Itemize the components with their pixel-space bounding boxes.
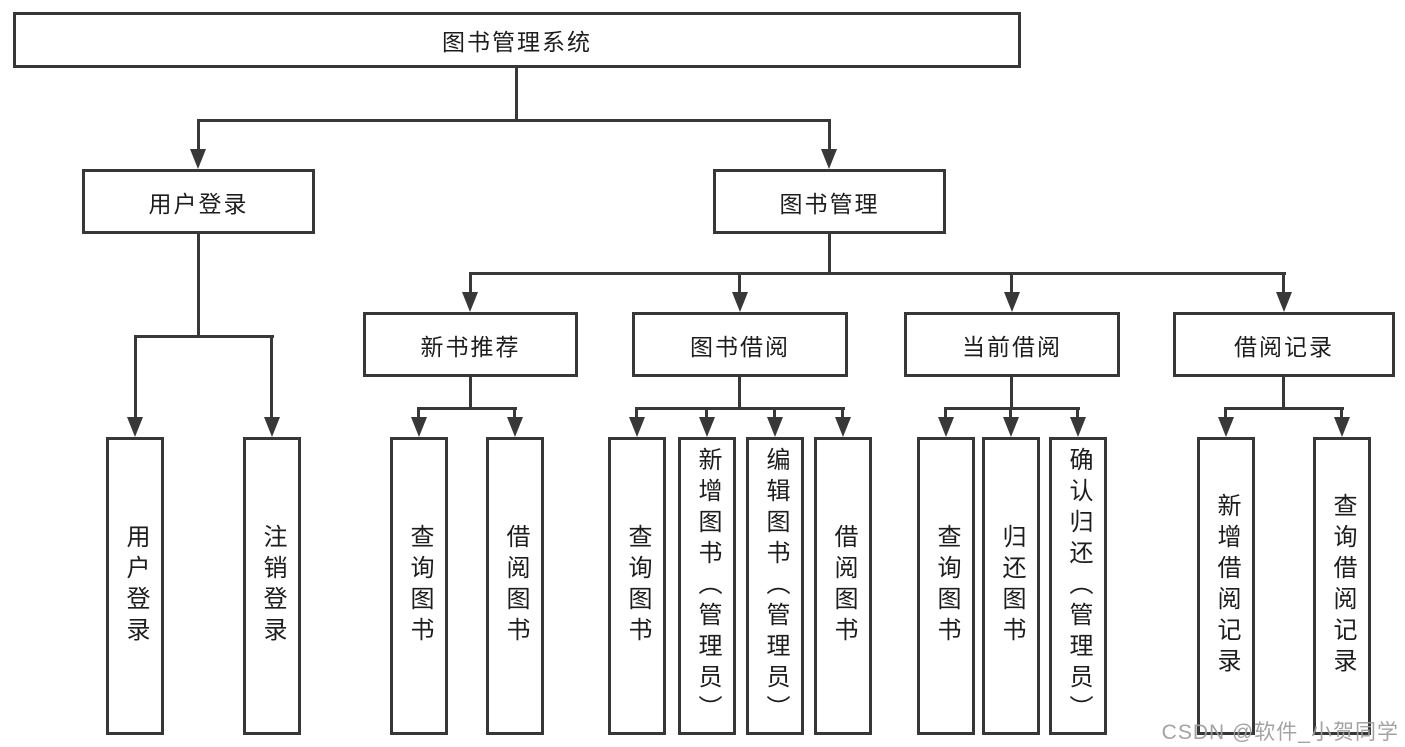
node-book-borrowing: 图书借阅 (632, 312, 848, 377)
arrowhead-icon (462, 292, 478, 312)
node-book-management: 图书管理 (713, 169, 946, 234)
connector-line (636, 407, 845, 410)
arrowhead-icon (699, 417, 715, 437)
connector-line (418, 407, 517, 410)
connector-line (705, 407, 708, 421)
node-label: 查询图书 (933, 524, 960, 648)
leaf-add-books-admin: 新增图书（管理员） (678, 437, 736, 735)
connector-line (828, 234, 831, 275)
connector-line (197, 122, 200, 152)
node-label: 借阅图书 (830, 524, 857, 648)
arrowhead-icon (767, 417, 783, 437)
connector-line (1340, 407, 1343, 421)
node-label: 用户登录 (148, 190, 249, 217)
node-label: 用户登录 (122, 524, 149, 648)
node-label: 查询图书 (406, 524, 433, 648)
node-label: 确认归还（管理员） (1065, 446, 1092, 726)
connector-line (773, 407, 776, 421)
arrowhead-icon (938, 417, 954, 437)
node-label: 新增借阅记录 (1213, 493, 1240, 679)
leaf-user-login: 用户登录 (106, 437, 164, 735)
arrowhead-icon (411, 417, 427, 437)
leaf-logout: 注销登录 (243, 437, 301, 735)
leaf-borrow-books-borrowing: 借阅图书 (814, 437, 872, 735)
node-label: 查询图书 (624, 524, 651, 648)
connector-line (469, 275, 472, 295)
connector-line (270, 338, 273, 420)
node-new-book-recommendation: 新书推荐 (363, 312, 578, 377)
node-label: 图书管理系统 (442, 29, 592, 55)
node-label: 图书管理 (779, 190, 880, 217)
connector-line (841, 407, 844, 421)
node-user-login: 用户登录 (82, 169, 315, 234)
connector-line (197, 234, 200, 338)
arrowhead-icon (732, 292, 748, 312)
arrowhead-icon (507, 417, 523, 437)
node-label: 当前借阅 (962, 333, 1062, 360)
connector-line (1282, 377, 1285, 410)
node-library-system: 图书管理系统 (13, 12, 1021, 68)
node-label: 编辑图书（管理员） (762, 446, 789, 726)
connector-line (944, 407, 947, 421)
arrowhead-icon (1218, 417, 1234, 437)
node-borrowing-records: 借阅记录 (1173, 312, 1395, 377)
connector-line (738, 275, 741, 295)
node-current-borrowing: 当前借阅 (904, 312, 1120, 377)
arrowhead-icon (629, 417, 645, 437)
arrowhead-icon (1004, 292, 1020, 312)
node-label: 注销登录 (259, 524, 286, 648)
leaf-edit-books-admin: 编辑图书（管理员） (746, 437, 804, 735)
connector-line (469, 272, 1286, 275)
leaf-return-books: 归还图书 (982, 437, 1040, 735)
leaf-query-books-recommend: 查询图书 (390, 437, 448, 735)
arrowhead-icon (1334, 417, 1350, 437)
node-label: 新书推荐 (420, 333, 521, 360)
node-label: 查询借阅记录 (1329, 493, 1356, 679)
node-label: 借阅记录 (1234, 333, 1334, 360)
connector-line (1224, 407, 1227, 421)
leaf-add-borrow-record: 新增借阅记录 (1197, 437, 1255, 735)
connector-line (134, 335, 274, 338)
connector-line (738, 377, 741, 410)
arrowhead-icon (1276, 292, 1292, 312)
leaf-confirm-return-admin: 确认归还（管理员） (1049, 437, 1107, 735)
connector-line (515, 67, 518, 122)
arrowhead-icon (821, 149, 837, 169)
connector-line (1010, 377, 1013, 410)
connector-line (1010, 275, 1013, 295)
arrowhead-icon (127, 417, 143, 437)
connector-line (1009, 407, 1012, 421)
connector-line (1076, 407, 1079, 421)
node-label: 新增图书（管理员） (694, 446, 721, 726)
node-label: 借阅图书 (502, 524, 529, 648)
connector-line (828, 122, 831, 152)
csdn-watermark: CSDN @软件_小贺同学 (1161, 721, 1399, 744)
connector-line (469, 377, 472, 410)
arrowhead-icon (835, 417, 851, 437)
node-label: 归还图书 (998, 524, 1025, 648)
connector-line (1225, 407, 1344, 410)
connector-line (1282, 275, 1285, 295)
leaf-query-books-borrowing: 查询图书 (608, 437, 666, 735)
connector-line (197, 119, 831, 122)
connector-line (417, 407, 420, 421)
leaf-borrow-books-recommend: 借阅图书 (486, 437, 544, 735)
connector-line (635, 407, 638, 421)
connector-line (945, 407, 1080, 410)
connector-line (134, 338, 137, 420)
arrowhead-icon (264, 417, 280, 437)
leaf-query-books-current: 查询图书 (917, 437, 975, 735)
connector-line (513, 407, 516, 421)
arrowhead-icon (1070, 417, 1086, 437)
leaf-query-borrow-record: 查询借阅记录 (1313, 437, 1371, 735)
node-label: 图书借阅 (690, 333, 790, 360)
arrowhead-icon (1003, 417, 1019, 437)
arrowhead-icon (190, 149, 206, 169)
